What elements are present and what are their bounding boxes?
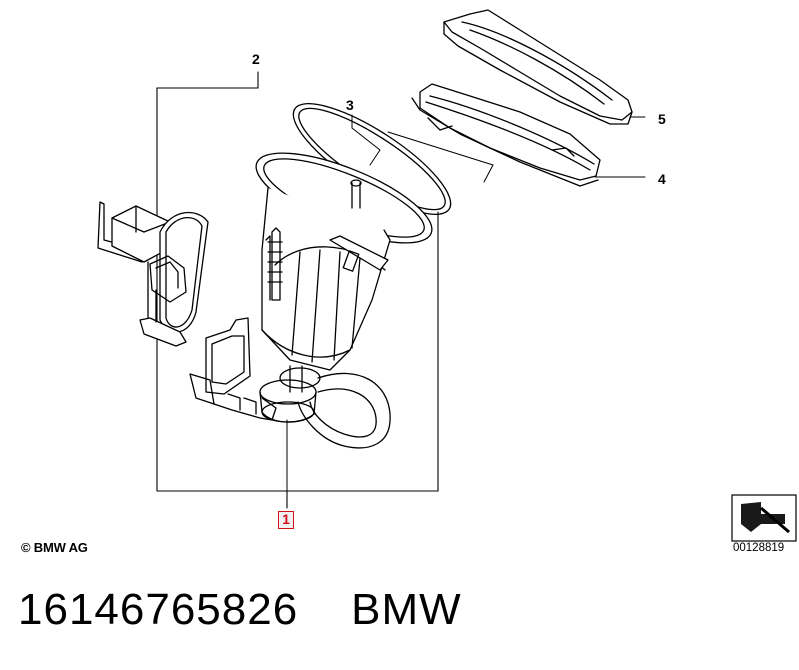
callout-3: 3 — [346, 97, 354, 113]
assembly-bracket-2 — [156, 71, 439, 509]
reference-arrow-icon — [731, 494, 797, 542]
mounting-bracket — [189, 317, 277, 421]
pump-canister — [261, 187, 391, 371]
callout-4: 4 — [658, 171, 666, 187]
return-hose — [297, 372, 391, 449]
callout-1-highlighted[interactable]: 1 — [278, 511, 294, 529]
copyright-notice: © BMW AG — [21, 540, 88, 555]
footer-caption: 16146765826 BMW — [18, 585, 462, 635]
callout-5: 5 — [658, 111, 666, 127]
part-number: 16146765826 — [18, 585, 299, 634]
diagram-reference-number: 00128819 — [733, 542, 785, 554]
callout-2: 2 — [252, 51, 260, 67]
locking-ring-5 — [443, 9, 633, 125]
sealing-flange-4 — [411, 83, 601, 187]
filter-base — [259, 365, 321, 423]
level-sensor-float — [97, 201, 209, 347]
brand-name: BMW — [351, 585, 462, 634]
